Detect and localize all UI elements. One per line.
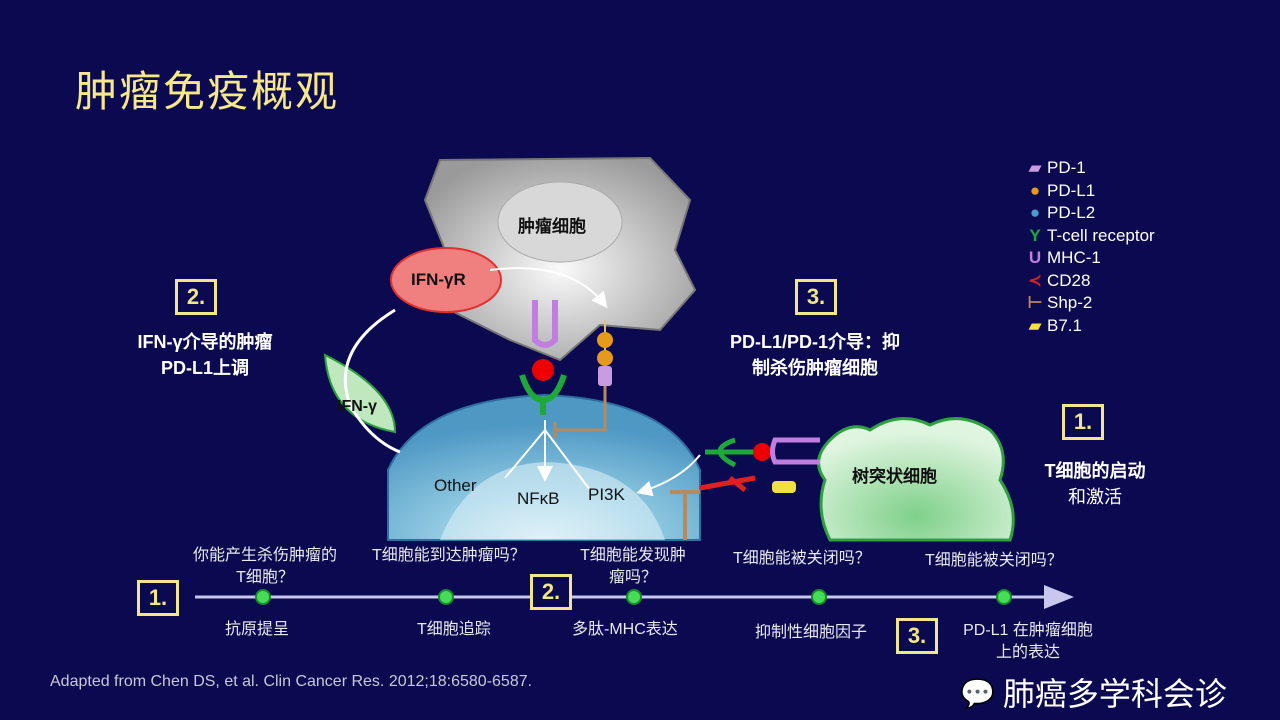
mhc1-icon: U	[1028, 248, 1042, 268]
legend-item-pdl1: ●PD-L1	[1025, 180, 1155, 203]
cd28-icon: ≺	[1027, 270, 1043, 290]
pdl2-icon: ●	[1029, 203, 1041, 223]
dendritic-cell	[817, 417, 1015, 542]
step-marker-1: 1.	[1062, 404, 1104, 440]
timeline-marker-3: 3.	[896, 618, 938, 654]
shp2-icon: ⊢	[1027, 293, 1043, 313]
tumor-cell-label: 肿瘤细胞	[518, 217, 586, 237]
legend-item-shp2: ⊢Shp-2	[1025, 292, 1155, 315]
pathway-other: Other	[434, 476, 477, 495]
pdl1-icon: ●	[1029, 180, 1041, 200]
timeline-label-2: T细胞追踪	[417, 621, 491, 638]
timeline-label-1: 抗原提呈	[225, 621, 290, 638]
timeline-question-4: T细胞能被关闭吗？	[733, 550, 871, 567]
timeline-label-5: PD-L1 在肿瘤细胞上的表达	[963, 622, 1093, 661]
timeline-question-5: T细胞能被关闭吗？	[925, 552, 1063, 569]
dendritic-cell-label: 树突状细胞	[852, 467, 937, 487]
ifn-receptor-label: IFN-γR	[411, 270, 466, 289]
wechat-icon: 💬	[960, 678, 995, 709]
pathway-nfkb: NFκB	[517, 489, 560, 508]
step-1-text: T细胞的启动和激活	[1044, 461, 1146, 507]
timeline-dot	[811, 589, 827, 605]
watermark: 💬肺癌多学科会诊	[960, 676, 1227, 712]
timeline-marker-1: 1.	[137, 580, 179, 616]
timeline-question-2: T细胞能到达肿瘤吗？	[372, 547, 526, 564]
timeline-dot	[626, 589, 642, 605]
timeline-dot	[996, 589, 1012, 605]
pd1-icon: ▰	[1028, 158, 1042, 178]
legend-item-pd1: ▰PD-1	[1025, 157, 1155, 180]
timeline-label-3: 多肽-MHC表达	[572, 621, 678, 638]
timeline-question-3: T细胞能发现肿瘤吗？	[580, 547, 686, 586]
timeline-dots	[255, 589, 1012, 605]
legend-item-cd28: ≺CD28	[1025, 270, 1155, 293]
ifn-gamma-receptor-shape	[390, 247, 502, 313]
tcr-icon: Y	[1029, 225, 1041, 245]
legend-item-b71: ▰B7.1	[1025, 315, 1155, 338]
timeline-dot	[438, 589, 454, 605]
b71-icon: ▰	[1028, 315, 1042, 335]
step-marker-2: 2.	[175, 279, 217, 315]
timeline-dot	[255, 589, 271, 605]
pathway-pi3k: PI3K	[588, 485, 625, 504]
ifn-gamma-label: IFN-γ	[337, 398, 377, 415]
timeline-label-4: 抑制性细胞因子	[755, 624, 868, 641]
ifn-gamma-shape	[323, 353, 397, 434]
citation: Adapted from Chen DS, et al. Clin Cancer…	[50, 673, 533, 690]
slide-title: 肿瘤免疫概观	[75, 67, 340, 116]
timeline-marker-2: 2.	[530, 574, 572, 610]
legend-item-pdl2: ●PD-L2	[1025, 202, 1155, 225]
step-3-text: PD-L1/PD-1介导：抑制杀伤肿瘤细胞	[729, 332, 900, 378]
step-marker-3: 3.	[795, 279, 837, 315]
tumor-nucleus	[497, 181, 623, 263]
